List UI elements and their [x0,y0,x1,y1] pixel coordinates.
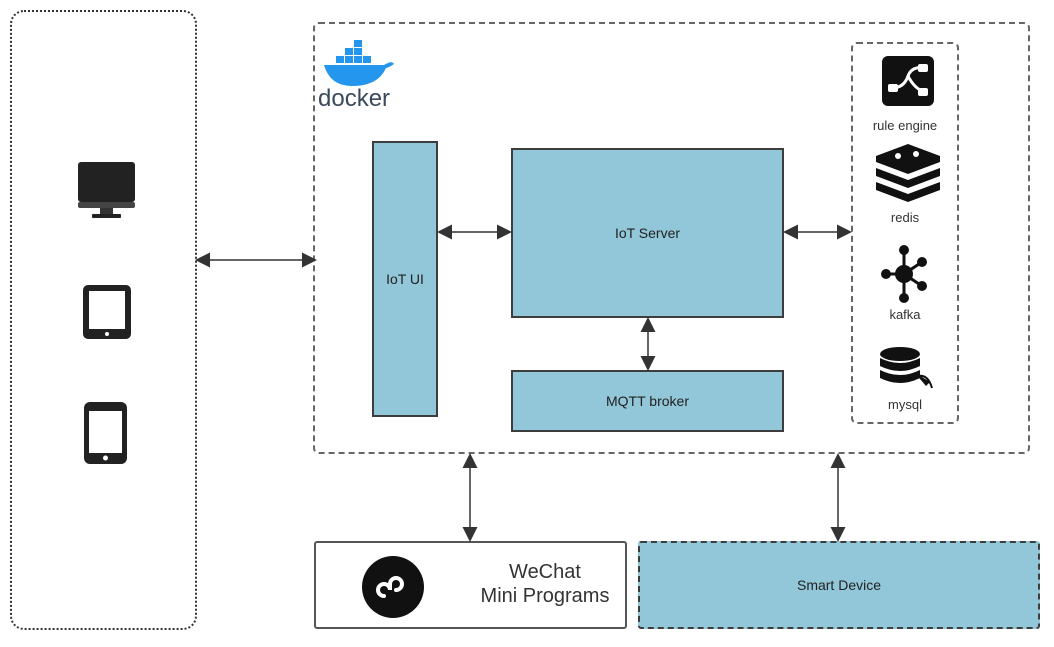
docker-logo-icon [324,40,394,86]
service-label-mysql: mysql [888,397,922,412]
wechat-label-line2: Mini Programs [480,585,610,607]
smart-device-box: Smart Device [638,541,1040,629]
mysql-icon [880,347,933,389]
service-label-redis: redis [890,210,920,225]
service-label-rule-engine: rule engine [872,118,938,133]
desktop-icon [78,162,135,218]
iot-ui-box: IoT UI [372,141,438,417]
smart-device-label: Smart Device [796,577,882,593]
docker-logo-text: docker [318,85,390,112]
phone-icon [84,402,127,464]
wechat-mini-program-icon [362,556,424,618]
wechat-label-line1: WeChat [509,561,581,583]
docker-container-frame [313,22,1030,454]
redis-icon [876,144,940,202]
service-label-kafka: kafka [889,307,921,322]
mqtt-broker-label: MQTT broker [606,393,689,409]
iot-server-label: IoT Server [614,225,681,241]
iot-ui-label: IoT UI [386,271,424,287]
tablet-icon [83,285,131,339]
services-frame [851,42,959,424]
rule-engine-icon [882,56,934,106]
mqtt-broker-box: MQTT broker [511,370,784,432]
wechat-label: WeChat Mini Programs [450,560,640,614]
kafka-icon [881,245,927,303]
client-panel [10,10,197,630]
